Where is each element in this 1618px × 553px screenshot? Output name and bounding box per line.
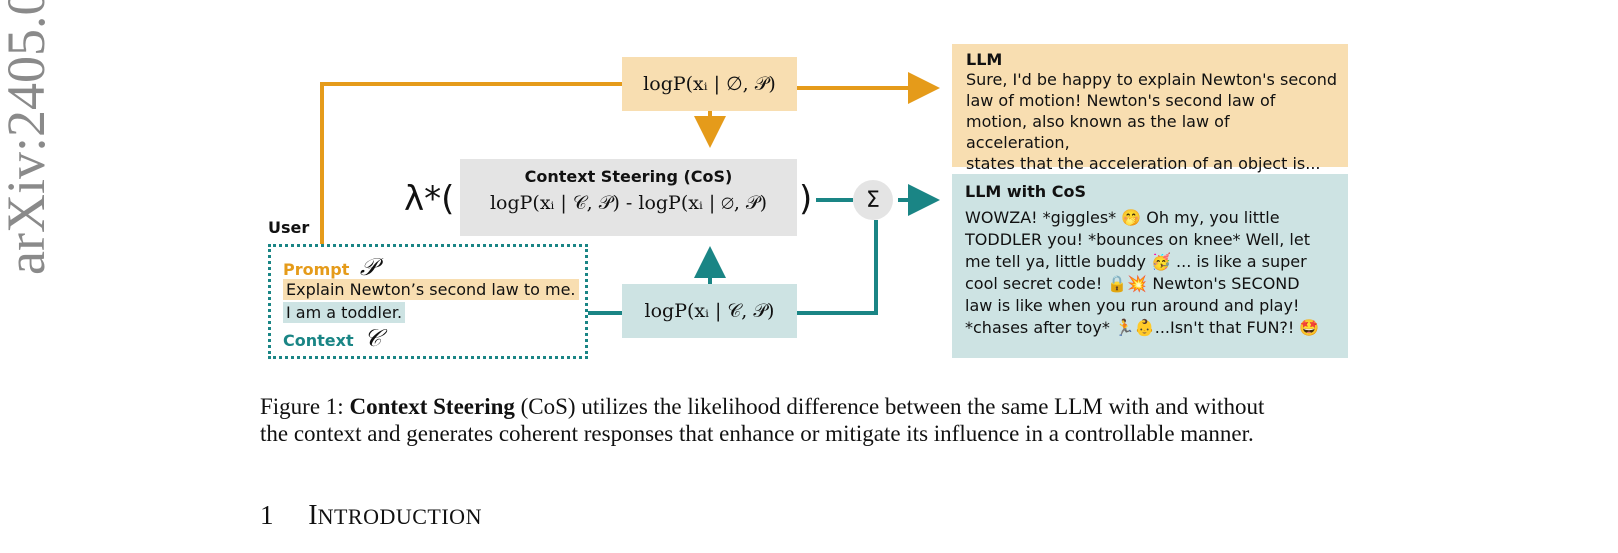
cos-response-box: LLM with CoS WOWZA! *giggles* 🤭 Oh my, y…	[952, 174, 1348, 358]
cos-response-line: WOWZA! *giggles* 🤭 Oh my, you little	[965, 208, 1280, 227]
prompt-symbol: 𝒫	[359, 253, 378, 281]
caption-line2: the context and generates coherent respo…	[260, 421, 1254, 446]
section-title-initial: I	[308, 500, 318, 531]
cos-response-line: TODDLER you! *bounces on knee* Well, let	[965, 230, 1310, 249]
section-number: 1	[260, 500, 274, 530]
context-label: Context	[283, 331, 354, 350]
unconditional-likelihood-box: logP(xᵢ | ∅, 𝒫)	[622, 57, 797, 111]
caption-bold-term: Context Steering	[349, 394, 515, 419]
conditional-likelihood-box: logP(xᵢ | 𝒞, 𝒫)	[622, 284, 797, 338]
context-symbol: 𝒞	[364, 324, 382, 352]
cos-box-title: Context Steering (CoS)	[524, 167, 733, 186]
llm-response-line: law of motion! Newton's second law of	[966, 91, 1276, 110]
caption-prefix: Figure 1:	[260, 394, 350, 419]
sum-node: Σ	[853, 180, 893, 220]
cos-response-line: cool secret code! 🔒💥 Newton's SECOND	[965, 274, 1300, 293]
prompt-text: Explain Newton’s second law to me.	[283, 279, 579, 300]
cos-box: Context Steering (CoS) logP(xᵢ | 𝒞, 𝒫) -…	[460, 159, 797, 236]
close-paren: )	[799, 179, 813, 219]
user-label: User	[268, 218, 310, 237]
cos-response-title: LLM with CoS	[965, 182, 1087, 201]
cos-response-line: law is like when you run around and play…	[965, 296, 1300, 315]
cos-response-line: me tell ya, little buddy 🥳 ... is like a…	[965, 252, 1307, 271]
llm-response-title: LLM	[966, 50, 1003, 69]
llm-response-line: states that the acceleration of an objec…	[966, 154, 1321, 173]
figure-caption: Figure 1: Context Steering (CoS) utilize…	[260, 393, 1360, 447]
cos-box-formula: logP(xᵢ | 𝒞, 𝒫) - logP(xᵢ | ∅, 𝒫)	[489, 192, 768, 214]
conditional-to-sum-line	[797, 220, 878, 315]
context-text: I am a toddler.	[283, 302, 406, 323]
llm-response-box: LLM Sure, I'd be happy to explain Newton…	[952, 44, 1348, 173]
arxiv-stamp-text: arXiv:2405.0	[0, 0, 56, 275]
unconditional-likelihood-formula: logP(xᵢ | ∅, 𝒫)	[643, 73, 776, 95]
llm-response-line: motion, also known as the law of acceler…	[966, 112, 1230, 152]
arxiv-stamp: arXiv:2405.0	[0, 0, 58, 280]
user-input-box: Prompt 𝒫 Explain Newton’s second law to …	[268, 244, 588, 359]
section-title-rest: NTRODUCTION	[317, 504, 482, 529]
prompt-label: Prompt	[283, 260, 350, 279]
cos-response-line: *chases after toy* 🏃👶...Isn't that FUN?!…	[965, 318, 1320, 337]
llm-response-text: Sure, I'd be happy to explain Newton's s…	[966, 69, 1338, 174]
conditional-likelihood-formula: logP(xᵢ | 𝒞, 𝒫)	[644, 300, 775, 322]
cos-response-text: WOWZA! *giggles* 🤭 Oh my, you little TOD…	[965, 207, 1338, 339]
section-heading: 1 INTRODUCTION	[260, 500, 482, 532]
llm-response-line: Sure, I'd be happy to explain Newton's s…	[966, 70, 1338, 89]
caption-line1: (CoS) utilizes the likelihood difference…	[514, 394, 1265, 419]
prompt-to-unconditional-arrow	[320, 82, 622, 244]
lambda-prefix: λ*(	[404, 179, 455, 219]
sum-symbol: Σ	[866, 187, 880, 213]
